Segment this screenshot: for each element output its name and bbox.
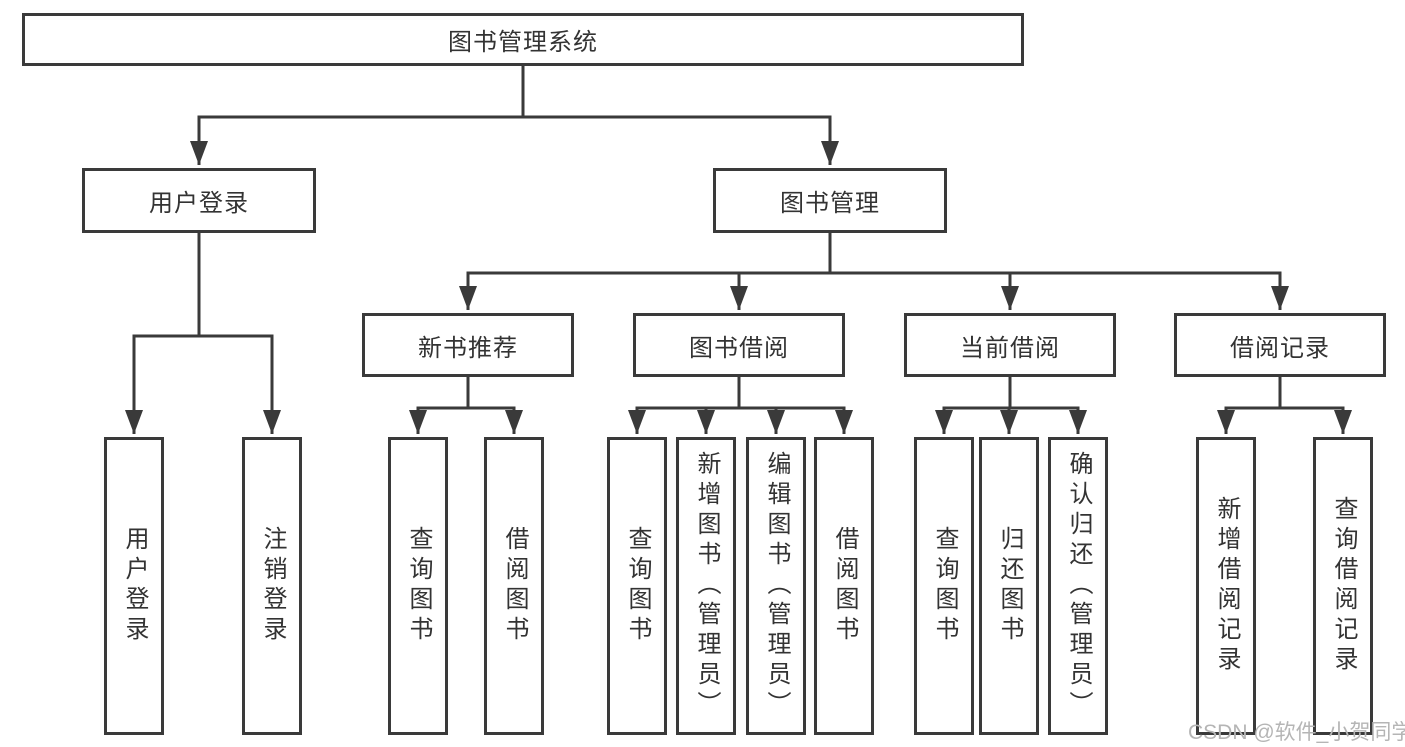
node-borrow-records: 借阅记录 <box>1174 313 1386 377</box>
leaf-query-borrow-record-label: 查询借阅记录 <box>1330 496 1357 676</box>
node-current-borrow-label: 当前借阅 <box>960 334 1060 362</box>
node-new-book-recommend-label: 新书推荐 <box>418 334 518 362</box>
node-book-management: 图书管理 <box>713 168 947 233</box>
leaf-return-books: 归还图书 <box>979 437 1039 735</box>
leaf-query-borrow-record: 查询借阅记录 <box>1313 437 1373 735</box>
leaf-return-books-label: 归还图书 <box>996 526 1023 646</box>
leaf-confirm-return-admin: 确认归还（管理员） <box>1048 437 1108 735</box>
node-book-borrow-label: 图书借阅 <box>689 334 789 362</box>
node-root: 图书管理系统 <box>22 13 1024 66</box>
leaf-logout: 注销登录 <box>242 437 302 735</box>
leaf-add-books-admin: 新增图书（管理员） <box>676 437 736 735</box>
leaf-borrow-books-recommend: 借阅图书 <box>484 437 544 735</box>
leaf-borrow-books: 借阅图书 <box>814 437 874 735</box>
node-root-label: 图书管理系统 <box>448 29 598 56</box>
leaf-query-books-recommend: 查询图书 <box>388 437 448 735</box>
leaf-query-books-recommend-label: 查询图书 <box>405 526 432 646</box>
csdn-watermark: CSDN @软件_小贺同学 <box>1188 721 1405 744</box>
node-book-borrow: 图书借阅 <box>633 313 845 377</box>
leaf-query-books-borrow: 查询图书 <box>607 437 667 735</box>
node-new-book-recommend: 新书推荐 <box>362 313 574 377</box>
leaf-add-books-admin-label: 新增图书（管理员） <box>693 451 720 721</box>
leaf-query-books-borrow-label: 查询图书 <box>624 526 651 646</box>
leaf-borrow-books-label: 借阅图书 <box>831 526 858 646</box>
node-book-management-label: 图书管理 <box>780 190 880 217</box>
leaf-confirm-return-admin-label: 确认归还（管理员） <box>1065 451 1092 721</box>
leaf-user-login: 用户登录 <box>104 437 164 735</box>
leaf-query-books-current-label: 查询图书 <box>931 526 958 646</box>
leaf-add-borrow-record: 新增借阅记录 <box>1196 437 1256 735</box>
leaf-logout-label: 注销登录 <box>259 526 286 646</box>
node-user-login: 用户登录 <box>82 168 316 233</box>
node-user-login-label: 用户登录 <box>149 190 249 217</box>
leaf-add-borrow-record-label: 新增借阅记录 <box>1213 496 1240 676</box>
leaf-query-books-current: 查询图书 <box>914 437 974 735</box>
leaf-edit-books-admin: 编辑图书（管理员） <box>746 437 806 735</box>
leaf-borrow-books-recommend-label: 借阅图书 <box>501 526 528 646</box>
leaf-user-login-label: 用户登录 <box>121 526 148 646</box>
leaf-edit-books-admin-label: 编辑图书（管理员） <box>763 451 790 721</box>
node-borrow-records-label: 借阅记录 <box>1230 334 1330 362</box>
node-current-borrow: 当前借阅 <box>904 313 1116 377</box>
